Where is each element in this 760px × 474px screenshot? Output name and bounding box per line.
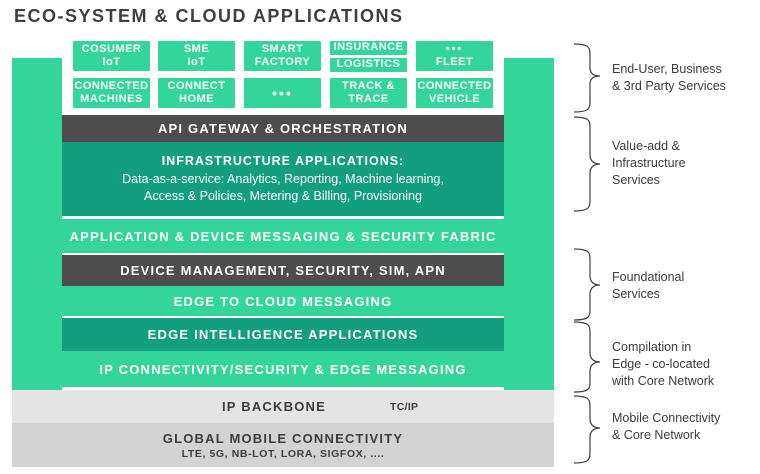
bracket-label-end-user: End-User, Business & 3rd Party Services: [612, 61, 726, 95]
tile-label: CONNECTED: [417, 79, 492, 92]
layer-tag: TC/IP: [390, 401, 419, 413]
label-line: Services: [612, 287, 660, 301]
label-line: Infrastructure: [612, 156, 686, 170]
tile-label: FLEET: [435, 56, 474, 68]
tile-ellipsis: •••: [272, 84, 293, 101]
tile-label: FACTORY: [254, 56, 311, 68]
bracket-label-foundational: Foundational Services: [612, 269, 684, 303]
edge-intelligence-layer: EDGE INTELLIGENCE APPLICATIONS: [62, 318, 504, 351]
layer-label: APPLICATION & DEVICE MESSAGING & SECURIT…: [69, 228, 497, 244]
tile-consumer-iot[interactable]: COSUMER IoT: [73, 41, 150, 71]
layer-label: DEVICE MANAGEMENT, SECURITY, SIM, APN: [120, 263, 446, 278]
bracket-label-value-add: Value-add & Infrastructure Services: [612, 138, 686, 189]
bracket-3-icon: [573, 248, 601, 321]
tile-ellipsis: •••: [445, 42, 464, 55]
api-gateway-layer: API GATEWAY & ORCHESTRATION: [62, 115, 504, 142]
tile-more[interactable]: •••: [244, 78, 321, 108]
page-title: ECO-SYSTEM & CLOUD APPLICATIONS: [14, 6, 404, 26]
tile-label: CONNECT: [167, 79, 226, 92]
tile-label: TRACE: [348, 93, 389, 105]
label-line: Edge - co-located: [612, 357, 710, 371]
tile-sme-iot[interactable]: SME IoT: [158, 41, 235, 71]
infra-line: Access & Policies, Metering & Billing, P…: [144, 188, 422, 203]
label-line: Compilation in: [612, 340, 692, 354]
tile-label: HOME: [179, 93, 214, 105]
tile-label: MACHINES: [80, 93, 143, 105]
label-line: & Core Network: [612, 428, 701, 442]
bracket-5-icon: [573, 395, 601, 464]
tile-label: IoT: [102, 56, 121, 68]
bracket-label-mobile: Mobile Connectivity & Core Network: [612, 410, 720, 444]
layer-label: EDGE INTELLIGENCE APPLICATIONS: [147, 327, 419, 342]
layer-label: IP BACKBONE: [222, 399, 326, 414]
tile-connected-machines[interactable]: CONNECTED MACHINES: [73, 78, 150, 108]
edge-to-cloud-messaging-layer: EDGE TO CLOUD MESSAGING: [62, 286, 504, 316]
label-line: with Core Network: [612, 374, 715, 388]
tile-connect-home[interactable]: CONNECT HOME: [158, 78, 235, 108]
messaging-security-fabric-layer: APPLICATION & DEVICE MESSAGING & SECURIT…: [12, 219, 554, 253]
tile-label: IoT: [187, 56, 206, 68]
device-management-layer: DEVICE MANAGEMENT, SECURITY, SIM, APN: [62, 255, 504, 286]
layer-sublabel: LTE, 5G, NB-LOT, LORA, SIGFOX, ....: [181, 447, 385, 460]
tile-logistics[interactable]: LOGISTICS: [330, 58, 407, 72]
bracket-1-icon: [573, 43, 601, 113]
bracket-label-edge: Compilation in Edge - co-located with Co…: [612, 339, 714, 390]
tile-label: SME: [183, 42, 210, 55]
label-line: Value-add &: [612, 139, 680, 153]
layer-label: GLOBAL MOBILE CONNECTIVITY: [162, 430, 404, 446]
tile-label: LOGISTICS: [336, 58, 401, 71]
layer-label: API GATEWAY & ORCHESTRATION: [157, 121, 409, 136]
tile-label: VEHICLE: [428, 93, 481, 105]
layer-label: EDGE TO CLOUD MESSAGING: [173, 293, 393, 309]
infra-line: Data-as-a-service: Analytics, Reporting,…: [122, 171, 444, 186]
global-mobile-connectivity-layer: GLOBAL MOBILE CONNECTIVITY LTE, 5G, NB-L…: [12, 423, 554, 467]
layer-label: IP CONNECTIVITY/SECURITY & EDGE MESSAGIN…: [99, 361, 467, 377]
tile-label: COSUMER: [81, 42, 142, 55]
tile-track-trace[interactable]: TRACK & TRACE: [330, 78, 407, 108]
tile-label: INSURANCE: [333, 41, 404, 54]
infra-title: INFRASTRUCTURE APPLICATIONS:: [161, 153, 405, 168]
label-line: & 3rd Party Services: [612, 79, 726, 93]
bracket-4-icon: [573, 321, 601, 393]
label-line: Services: [612, 173, 660, 187]
ip-connectivity-layer: IP CONNECTIVITY/SECURITY & EDGE MESSAGIN…: [62, 351, 504, 387]
tile-smart-factory[interactable]: SMART FACTORY: [244, 41, 321, 71]
tile-label: CONNECTED: [74, 79, 149, 92]
label-line: Mobile Connectivity: [612, 411, 721, 425]
tile-fleet[interactable]: ••• FLEET: [416, 41, 493, 71]
tile-connected-vehicle[interactable]: CONNECTED VEHICLE: [416, 78, 493, 108]
label-line: Foundational: [612, 270, 685, 284]
infrastructure-applications-layer: INFRASTRUCTURE APPLICATIONS: Data-as-a-s…: [62, 142, 504, 216]
tile-label: SMART: [261, 42, 304, 55]
bracket-2-icon: [573, 116, 601, 212]
ip-backbone-layer: IP BACKBONE TC/IP: [12, 390, 554, 423]
label-line: End-User, Business: [612, 62, 722, 76]
tile-label: TRACK &: [342, 79, 395, 92]
tile-insurance[interactable]: INSURANCE: [330, 41, 407, 55]
